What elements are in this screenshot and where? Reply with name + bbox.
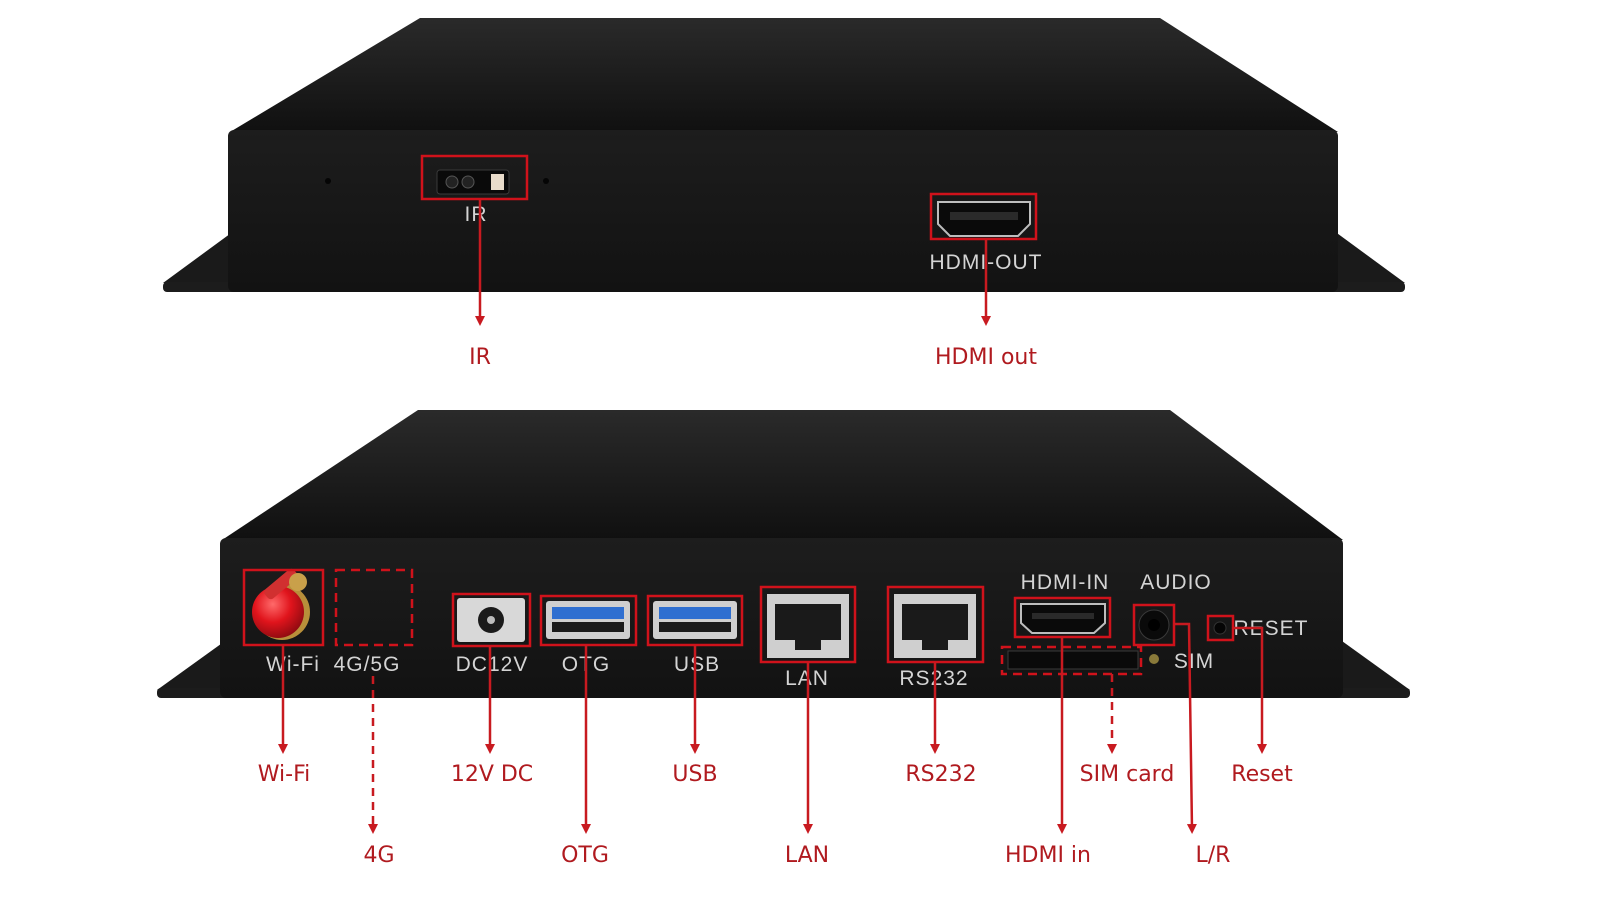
front-screw-hole-right bbox=[543, 178, 549, 184]
hdmi-out-port bbox=[937, 201, 1031, 237]
front-device-flange-left bbox=[163, 228, 238, 290]
dc-printed-label: DC12V bbox=[456, 653, 529, 676]
cellular-printed-label: 4G/5G bbox=[334, 653, 401, 676]
lan-callout: LAN bbox=[785, 843, 829, 868]
otg-highlight-box bbox=[539, 594, 638, 647]
usb-callout: USB bbox=[672, 762, 717, 787]
ir-printed-label: IR bbox=[465, 203, 488, 226]
audio-jack bbox=[1138, 609, 1170, 641]
hdmi-in-printed-label: HDMI-IN bbox=[1021, 571, 1110, 594]
cellular-callout: 4G bbox=[363, 843, 394, 868]
rear-device-flange-right bbox=[1335, 636, 1410, 698]
reset-printed-label: RESET bbox=[1233, 617, 1308, 640]
front-device-top-face bbox=[230, 18, 1338, 132]
usb-printed-label: USB bbox=[674, 653, 720, 676]
sim-slot bbox=[1007, 650, 1159, 670]
wifi-antenna-connector bbox=[252, 568, 310, 640]
reset-button bbox=[1213, 621, 1227, 635]
front-device: IR HDMI-OUT bbox=[163, 18, 1405, 292]
hdmi-out-callout: HDMI out bbox=[935, 345, 1037, 370]
wifi-callout: Wi-Fi bbox=[258, 762, 311, 787]
ir-port bbox=[436, 169, 510, 195]
lan-printed-label: LAN bbox=[785, 667, 829, 690]
hdmi-in-callout: HDMI in bbox=[1005, 843, 1091, 868]
ir-highlight-box bbox=[420, 154, 529, 201]
sim-callout: SIM card bbox=[1080, 762, 1175, 787]
audio-printed-label: AUDIO bbox=[1140, 571, 1212, 594]
reset-leader-arrow bbox=[1233, 626, 1267, 754]
hdmi-in-port bbox=[1020, 603, 1106, 634]
audio-callout: L/R bbox=[1196, 843, 1231, 868]
rear-device-top-face bbox=[222, 410, 1343, 540]
sim-dashed-box bbox=[1000, 645, 1143, 676]
ir-callout: IR bbox=[469, 345, 491, 370]
rs232-callout: RS232 bbox=[905, 762, 976, 787]
rs232-printed-label: RS232 bbox=[899, 667, 968, 690]
front-screw-hole-left bbox=[325, 178, 331, 184]
rs232-port bbox=[894, 594, 976, 658]
hdmi-out-highlight-box bbox=[929, 192, 1038, 241]
otg-port bbox=[546, 601, 630, 639]
cellular-dashed-box bbox=[334, 568, 414, 647]
dc-callout: 12V DC bbox=[451, 762, 533, 787]
dc-highlight-box bbox=[451, 592, 532, 648]
front-device-flange-right bbox=[1330, 228, 1405, 290]
otg-callout: OTG bbox=[561, 843, 609, 868]
wifi-printed-label: Wi-Fi bbox=[266, 653, 320, 676]
front-device-face bbox=[228, 130, 1338, 292]
sim-printed-label: SIM bbox=[1174, 650, 1214, 673]
lan-port bbox=[767, 594, 849, 658]
rear-device-flange-left bbox=[157, 636, 232, 698]
audio-leader-arrow bbox=[1174, 622, 1197, 834]
dc-jack bbox=[457, 598, 525, 642]
reset-callout: Reset bbox=[1231, 762, 1293, 787]
usb-port bbox=[653, 601, 737, 639]
rear-device: Wi-Fi 4G/5G DC12V OTG USB bbox=[157, 410, 1410, 698]
